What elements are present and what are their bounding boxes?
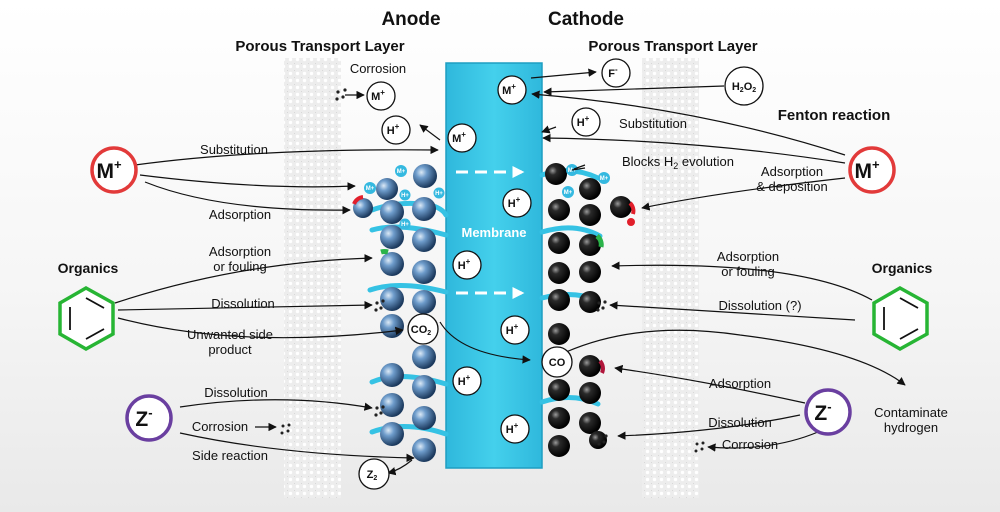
label-corrosion-top: Corrosion — [350, 61, 406, 76]
left-organics-label: Organics — [58, 260, 119, 276]
anode-metal-adsorbate — [352, 195, 364, 205]
reaction-arrows — [114, 68, 906, 476]
left-benzene-icon — [58, 285, 115, 352]
right-metal-source: M+ — [848, 146, 896, 194]
label-adsorption-fouling-right-2: or fouling — [721, 264, 774, 279]
right-benzene-icon — [872, 285, 929, 352]
label-dissolution-question: Dissolution (?) — [718, 298, 801, 313]
label-adsorption-deposition-2: & deposition — [756, 179, 828, 194]
svg-text:M+: M+ — [564, 190, 573, 196]
svg-text:H+: H+ — [401, 222, 409, 228]
label-adsorption-fouling-right-1: Adsorption — [717, 249, 779, 264]
svg-text:M+: M+ — [452, 130, 466, 145]
label-contaminate-2: hydrogen — [884, 420, 938, 435]
svg-text:M+: M+ — [397, 169, 406, 175]
species-bubbles: M+ H+ M+ M+ H+ H+ H+ H+ H+ H+ F- H2O2 CO… — [358, 58, 764, 490]
label-blocks-h2: Blocks H2 evolution — [622, 154, 734, 171]
label-adsorption-fouling-left-2: or fouling — [213, 259, 266, 274]
ptl-right-header: Porous Transport Layer — [588, 38, 757, 55]
svg-text:M+: M+ — [502, 82, 516, 97]
label-substitution-left: Substitution — [200, 142, 268, 157]
anode-organic-adsorbate — [380, 248, 389, 255]
left-anion-source: Z- — [125, 394, 173, 442]
cathode-metal-deposit — [628, 201, 636, 215]
anode-catalyst-particles — [353, 164, 437, 462]
label-corrosion-z-left: Corrosion — [192, 419, 248, 434]
svg-text:H+: H+ — [577, 114, 590, 129]
label-adsorption-left: Adsorption — [209, 207, 271, 222]
svg-text:M+: M+ — [854, 157, 880, 183]
ptl-left — [284, 58, 341, 498]
right-organics-label: Organics — [872, 260, 933, 276]
svg-text:H+: H+ — [508, 195, 521, 210]
svg-text:M+: M+ — [600, 176, 609, 182]
svg-text:H+: H+ — [506, 322, 519, 337]
svg-text:M+: M+ — [371, 88, 385, 103]
left-metal-source: M+ — [90, 146, 138, 194]
ptl-left-header: Porous Transport Layer — [235, 38, 404, 55]
svg-text:M+: M+ — [568, 168, 577, 174]
ptl-right — [642, 58, 699, 498]
membrane-label: Membrane — [461, 225, 526, 240]
svg-text:CO: CO — [549, 357, 566, 369]
cathode-catalyst-particles — [545, 163, 632, 457]
svg-text:Z2: Z2 — [367, 469, 378, 482]
svg-text:H2O2: H2O2 — [732, 81, 756, 94]
cathode-anion-adsorbate — [598, 359, 605, 374]
svg-text:H+: H+ — [435, 191, 443, 197]
label-contaminate-1: Contaminate — [874, 405, 948, 420]
cathode-header: Cathode — [548, 9, 624, 30]
svg-text:H+: H+ — [401, 193, 409, 199]
cathode-metal-droplet — [627, 218, 635, 226]
label-side-product-1: Unwanted side — [187, 327, 273, 342]
svg-text:H+: H+ — [387, 122, 400, 137]
svg-text:H+: H+ — [506, 421, 519, 436]
svg-text:M+: M+ — [366, 186, 375, 192]
anode-adsorbed-ions: M+ M+ H+ H+ H+ — [364, 165, 445, 230]
svg-text:H+: H+ — [458, 373, 471, 388]
debris-dots — [280, 88, 705, 453]
cathode-organic-adsorbate — [595, 234, 604, 248]
label-dissolution-organics-left: Dissolution — [211, 296, 275, 311]
label-side-product-2: product — [208, 342, 252, 357]
label-substitution-right: Substitution — [619, 116, 687, 131]
label-adsorption-deposition-1: Adsorption — [761, 164, 823, 179]
svg-text:M+: M+ — [96, 157, 122, 183]
right-anion-source: Z- — [804, 388, 852, 436]
svg-text:CO2: CO2 — [411, 324, 432, 337]
label-side-reaction: Side reaction — [192, 448, 268, 463]
label-adsorption-fouling-left-1: Adsorption — [209, 244, 271, 259]
svg-text:F-: F- — [608, 65, 618, 80]
label-dissolution-z-left: Dissolution — [204, 385, 268, 400]
label-adsorption-z-right: Adsorption — [709, 376, 771, 391]
blocks-h2-leader — [573, 164, 586, 170]
svg-text:H+: H+ — [458, 257, 471, 272]
svg-text:Z-: Z- — [135, 405, 152, 431]
svg-text:Z-: Z- — [814, 399, 831, 425]
anode-header: Anode — [381, 9, 440, 30]
label-dissolution-z-right: Dissolution — [708, 415, 772, 430]
fenton-header: Fenton reaction — [778, 107, 891, 124]
label-corrosion-z-right: Corrosion — [722, 437, 778, 452]
